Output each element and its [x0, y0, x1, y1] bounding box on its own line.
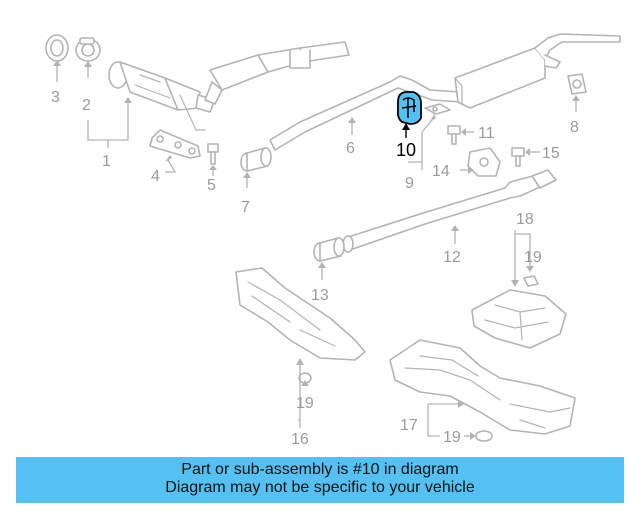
leader-9c [421, 119, 433, 133]
arrow-7 [243, 172, 251, 178]
part-2-clamp[interactable] [75, 37, 101, 62]
arrow-2 [84, 61, 92, 67]
callout-19a: 19 [524, 249, 542, 266]
part-5-bolt[interactable] [207, 143, 219, 165]
part-4-bracket[interactable] [149, 129, 201, 159]
part-19-nut-right[interactable] [523, 275, 539, 287]
banner-line-1: Part or sub-assembly is #10 in diagram [181, 461, 459, 478]
callout-1: 1 [102, 153, 111, 170]
part-14-bracket[interactable] [467, 147, 501, 177]
info-banner: Part or sub-assembly is #10 in diagram D… [16, 457, 624, 503]
arrow-19a [526, 266, 534, 272]
arrow-5 [209, 165, 217, 170]
arrow-13 [318, 262, 326, 268]
arrow-17 [458, 400, 464, 408]
arrow-19b [301, 380, 309, 386]
part-16-heat-shield[interactable] [235, 267, 366, 361]
rear-muffler[interactable] [454, 33, 621, 109]
leader-17 [427, 404, 440, 437]
callout-12: 12 [443, 249, 461, 266]
part-19-grommet-bottom[interactable] [475, 430, 493, 442]
part-15-bolt[interactable] [511, 147, 525, 167]
arrow-12 [451, 225, 459, 231]
callout-19c: 19 [443, 429, 461, 446]
callout-2: 2 [82, 97, 91, 114]
part-8-hanger[interactable] [567, 73, 587, 95]
leader-1 [87, 100, 129, 141]
callout-8: 8 [570, 119, 579, 136]
part-10-isolator-highlighted[interactable] [396, 91, 422, 125]
arrow-3 [53, 60, 61, 66]
part-17-heat-shield[interactable] [389, 339, 576, 435]
part-7-connector[interactable] [240, 147, 272, 172]
arrow-15 [525, 148, 530, 156]
part-12-rear-pipe[interactable] [342, 169, 557, 253]
callout-18: 18 [516, 211, 534, 228]
part-18-heat-shield[interactable] [471, 289, 567, 349]
arrow-8 [572, 95, 580, 101]
part-3-gasket[interactable] [45, 34, 69, 62]
callout-7: 7 [241, 199, 250, 216]
part-11-bolt[interactable] [447, 125, 461, 145]
leader-4 [165, 159, 177, 173]
banner-line-2: Diagram may not be specific to your vehi… [165, 479, 475, 496]
callout-3: 3 [51, 89, 60, 106]
leader-18b [515, 233, 531, 268]
arrow-16 [296, 358, 304, 365]
arrow-10 [402, 123, 410, 130]
callout-6: 6 [346, 140, 355, 157]
arrow-14 [468, 166, 474, 174]
callout-14: 14 [432, 163, 450, 180]
part-9-bracket[interactable] [424, 103, 451, 115]
part-13-connector[interactable] [313, 237, 345, 262]
callout-17: 17 [400, 417, 418, 434]
arrow-18 [511, 280, 519, 287]
callout-4: 4 [151, 168, 160, 185]
exhaust-parts-diagram: 3 2 1 4 5 [45, 33, 621, 448]
callout-16: 16 [291, 431, 309, 448]
callout-19b: 19 [296, 395, 314, 412]
arrow-19c [470, 432, 476, 440]
callout-9: 9 [405, 175, 414, 192]
arrow-6 [348, 117, 356, 123]
arrow-4 [165, 155, 172, 162]
callout-15: 15 [542, 145, 560, 162]
callout-5: 5 [207, 177, 216, 194]
callout-13: 13 [311, 287, 329, 304]
arrow-11 [461, 128, 466, 136]
callout-11: 11 [478, 125, 495, 142]
part-1-front-pipe-converter[interactable] [108, 41, 350, 131]
arrow-1 [124, 97, 132, 103]
callout-10: 10 [396, 140, 416, 160]
